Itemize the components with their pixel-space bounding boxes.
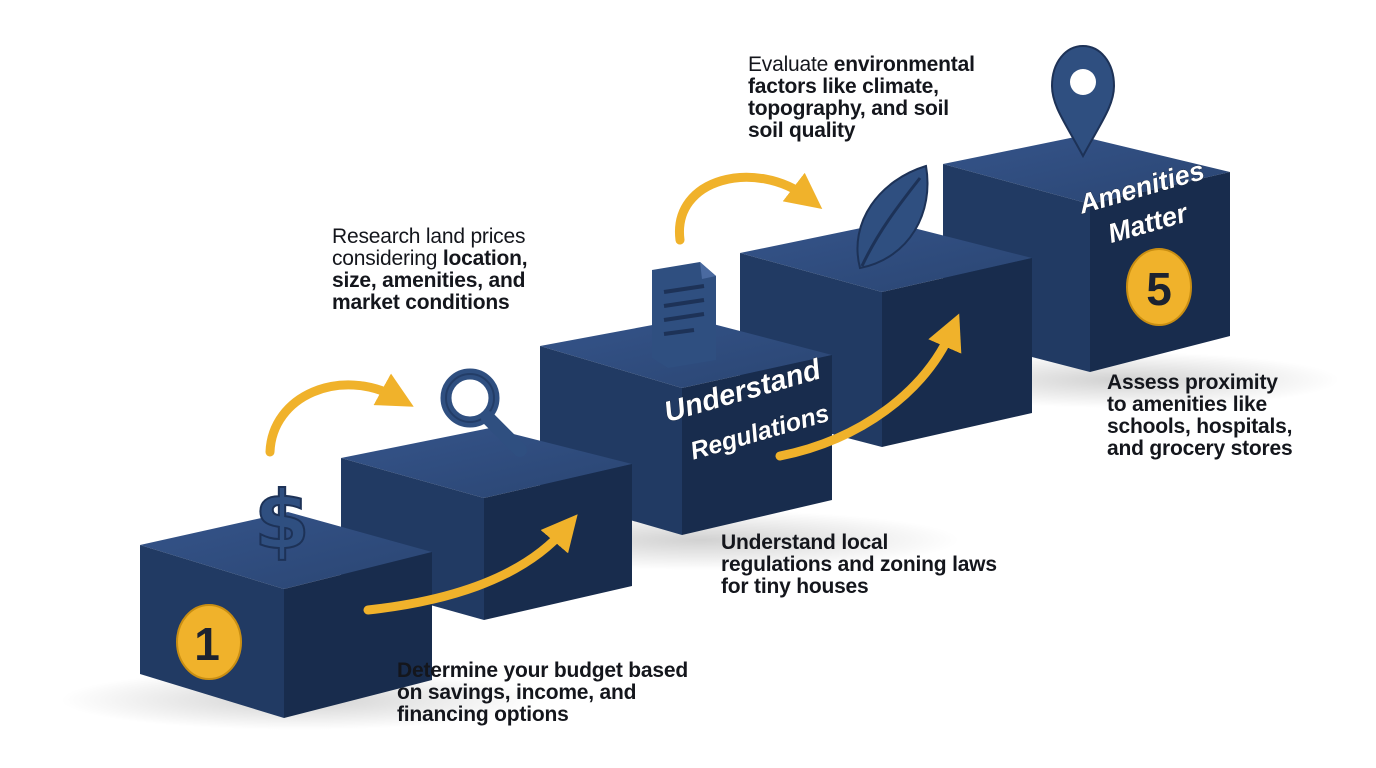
caption-line: topography, and soil: [748, 98, 975, 120]
caption-segment: Determine your budget based: [397, 659, 688, 682]
caption-line: factors like climate,: [748, 76, 975, 98]
location-pin-icon: [1050, 44, 1116, 159]
step-5-badge: 5: [1126, 248, 1192, 326]
caption-segment: to amenities like: [1107, 393, 1267, 416]
caption-line: Evaluate environmental: [748, 54, 975, 76]
leaf-icon: [856, 164, 929, 270]
caption-line: on savings, income, and: [397, 682, 688, 704]
caption-segment: factors like climate,: [748, 75, 939, 98]
caption-line: Research land prices: [332, 226, 527, 248]
arrow-hop-3-4: [675, 172, 823, 245]
step-1-badge-label: 1: [194, 618, 220, 670]
svg-text:$: $: [254, 474, 310, 567]
arrow-rise-3-4: [775, 313, 962, 461]
caption-segment: schools, hospitals,: [1107, 415, 1293, 438]
caption-segment: location,: [442, 247, 528, 270]
magnifier-icon: [440, 368, 527, 457]
caption-line: Assess proximity: [1107, 372, 1292, 394]
dollar-icon: $: [253, 473, 311, 568]
caption-segment: Assess proximity: [1107, 371, 1278, 394]
caption-segment: Evaluate: [748, 53, 834, 76]
caption-segment: Understand local: [721, 531, 889, 554]
caption-segment: market conditions: [332, 291, 510, 314]
caption-segment: topography, and soil: [748, 97, 949, 120]
caption-segment: for tiny houses: [721, 575, 869, 598]
caption-line: considering location,: [332, 247, 528, 270]
caption-segment: regulations and zoning laws: [721, 553, 997, 576]
arrow-rise-1-2: [363, 514, 578, 615]
step-1-badge: 1: [176, 604, 242, 680]
caption-segment: financing options: [397, 703, 569, 726]
caption-line: regulations and zoning laws: [721, 554, 997, 576]
caption-line: size, amenities, and: [332, 270, 527, 292]
caption-segment: considering: [332, 247, 443, 270]
caption-segment: on savings, income, and: [397, 681, 637, 704]
caption-line: financing options: [397, 704, 688, 726]
caption-segment: soil quality: [748, 119, 856, 142]
caption-segment: size, amenities, and: [332, 269, 526, 292]
caption-line: Understand local: [721, 532, 997, 554]
caption-segment: environmental: [833, 53, 975, 76]
caption-segment: Research land prices: [332, 225, 526, 248]
caption-line: Determine your budget based: [397, 660, 688, 682]
caption-line: and grocery stores: [1107, 437, 1293, 460]
caption-line: soil quality: [748, 120, 975, 142]
step-box-1: [140, 512, 432, 718]
step-5-badge-label: 5: [1146, 263, 1172, 315]
caption-line: schools, hospitals,: [1107, 416, 1292, 438]
caption-line: market conditions: [332, 292, 527, 314]
document-icon: [652, 262, 716, 368]
caption-line: to amenities like: [1107, 394, 1292, 416]
caption-segment: and grocery stores: [1107, 437, 1293, 460]
caption-line: for tiny houses: [721, 576, 997, 598]
arrow-hop-1-2: [265, 373, 414, 457]
